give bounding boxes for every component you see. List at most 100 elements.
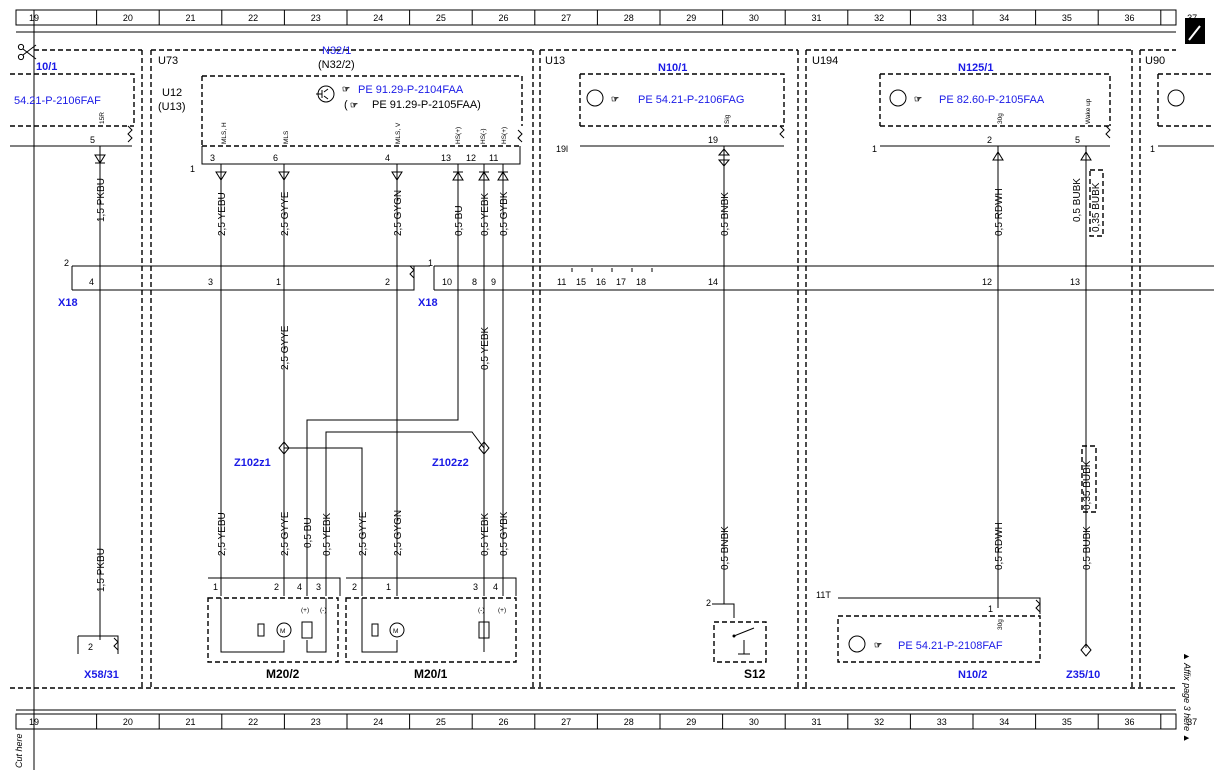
grid-number: 28 xyxy=(624,717,634,727)
n10-1-unit-box: ☞ PE 54.21-P-2106FAG xyxy=(579,73,785,139)
svg-text:0,5 GYBK: 0,5 GYBK xyxy=(499,511,510,556)
svg-text:1: 1 xyxy=(428,258,433,268)
svg-text:HS(-): HS(-) xyxy=(480,128,487,144)
n32-unit-box: ☞ PE 91.29-P-2104FAA ( ☞ PE 91.29-P-2105… xyxy=(201,75,523,147)
svg-text:30g: 30g xyxy=(997,619,1004,630)
grid-number: 25 xyxy=(436,717,446,727)
grid-number: 31 xyxy=(812,717,822,727)
section-u73-label: U73 xyxy=(158,55,178,67)
svg-text:1: 1 xyxy=(276,277,281,287)
ref-n32-a: PE 91.29-P-2104FAA xyxy=(358,84,464,96)
grid-number: 36 xyxy=(1125,717,1135,727)
grid-number: 28 xyxy=(624,13,634,23)
svg-text:2,5 YEBU: 2,5 YEBU xyxy=(217,512,228,556)
svg-text:14: 14 xyxy=(708,277,718,287)
grid-number: 22 xyxy=(248,13,258,23)
grid-number: 33 xyxy=(937,13,947,23)
svg-text:0,5 GYBK: 0,5 GYBK xyxy=(499,191,510,236)
svg-text:4: 4 xyxy=(89,277,94,287)
grid-number: 23 xyxy=(311,13,321,23)
grid-number: 31 xyxy=(812,13,822,23)
svg-text:11: 11 xyxy=(489,153,498,163)
m20-1-label: M20/1 xyxy=(414,667,448,681)
svg-text:15: 15 xyxy=(576,277,586,287)
grid-number: 29 xyxy=(686,717,696,727)
svg-text:2,5 GYYE: 2,5 GYYE xyxy=(358,511,369,556)
control-unit-icon xyxy=(586,89,604,107)
svg-text:13: 13 xyxy=(1070,277,1080,287)
svg-text:13: 13 xyxy=(441,153,451,163)
svg-text:2,5 GYYE: 2,5 GYYE xyxy=(280,325,291,370)
ref-n10-2: PE 54.21-P-2108FAF xyxy=(898,640,1003,652)
affix-page-label: ▲ Affix page 3 here ▲ xyxy=(1182,652,1192,743)
wires xyxy=(94,146,1092,648)
section-n125-1-label: N125/1 xyxy=(958,62,993,74)
svg-text:0,35 BUBK: 0,35 BUBK xyxy=(1082,460,1093,510)
control-unit-icon xyxy=(316,85,335,103)
grid-number: 35 xyxy=(1062,13,1072,23)
connector-x18-left: X18 xyxy=(58,297,78,309)
wire-labels: 1,5 PKBU 2,5 YEBU 2,5 GYYE 2,5 GYGN 0,5 … xyxy=(96,178,1102,592)
svg-text:(-): (-) xyxy=(320,607,327,614)
svg-text:(+): (+) xyxy=(301,607,309,614)
grid-number: 27 xyxy=(561,13,571,23)
grid-number: 21 xyxy=(186,717,196,727)
reference-hand-icon: ☞ xyxy=(914,94,922,104)
control-unit-icon xyxy=(848,635,866,653)
svg-text:0,5 YEBK: 0,5 YEBK xyxy=(480,512,491,556)
section-n10-1-label: N10/1 xyxy=(658,62,687,74)
splice-z102z2 xyxy=(478,441,490,455)
svg-text:0,35 BUBK: 0,35 BUBK xyxy=(1091,182,1102,232)
grid-number: 32 xyxy=(874,13,884,23)
z35-10-label: Z35/10 xyxy=(1066,669,1100,681)
connector-x18-right: X18 xyxy=(418,297,438,309)
svg-text:1: 1 xyxy=(872,144,877,154)
svg-text:3: 3 xyxy=(208,277,213,287)
svg-text:19l: 19l xyxy=(556,144,568,154)
reference-hand-icon: ☞ xyxy=(611,94,619,104)
svg-text:3: 3 xyxy=(316,582,321,592)
svg-text:30g: 30g xyxy=(997,113,1004,124)
svg-text:12: 12 xyxy=(982,277,992,287)
svg-text:(: ( xyxy=(344,99,348,111)
grid-number: 36 xyxy=(1125,13,1135,23)
svg-text:Sig: Sig xyxy=(724,114,731,124)
svg-text:11: 11 xyxy=(557,277,566,287)
svg-text:2: 2 xyxy=(385,277,390,287)
unused-pin-ticks xyxy=(571,268,653,272)
svg-text:1: 1 xyxy=(1150,144,1155,154)
grid-number: 34 xyxy=(999,13,1009,23)
svg-text:1: 1 xyxy=(213,582,218,592)
svg-text:MLS: MLS xyxy=(283,130,290,144)
svg-text:4: 4 xyxy=(297,582,302,592)
svg-text:4: 4 xyxy=(385,153,390,163)
section-u13p-label: (U13) xyxy=(158,101,186,113)
svg-text:MLS, V: MLS, V xyxy=(395,122,402,144)
cut-here-label: Cut here xyxy=(14,733,24,768)
svg-text:2,5 GYGN: 2,5 GYGN xyxy=(393,190,404,236)
grid-number: 20 xyxy=(123,717,133,727)
svg-text:HS(+): HS(+) xyxy=(501,127,508,144)
svg-text:0,5 BUBK: 0,5 BUBK xyxy=(1072,178,1083,222)
svg-text:2: 2 xyxy=(64,258,69,268)
reference-hand-icon: ☞ xyxy=(350,100,358,110)
reference-hand-icon: ☞ xyxy=(874,640,882,650)
svg-text:17: 17 xyxy=(616,277,626,287)
grid-number: 30 xyxy=(749,717,759,727)
svg-text:HS(+): HS(+) xyxy=(455,127,462,144)
z102z2-label: Z102z2 xyxy=(432,457,469,469)
grid-number: 33 xyxy=(937,717,947,727)
svg-text:4: 4 xyxy=(493,582,498,592)
grid-number: 29 xyxy=(686,13,696,23)
svg-text:(+): (+) xyxy=(498,607,506,614)
section-u194-label: U194 xyxy=(812,55,838,67)
m20-2-label: M20/2 xyxy=(266,667,300,681)
ref-left: 54.21-P-2106FAF xyxy=(14,95,101,107)
svg-text:2: 2 xyxy=(352,582,357,592)
svg-text:1: 1 xyxy=(988,604,993,614)
svg-text:0,5 YEBK: 0,5 YEBK xyxy=(480,326,491,370)
control-unit-icon xyxy=(889,89,907,107)
grid-number: 23 xyxy=(311,717,321,727)
page-corner-icon xyxy=(1185,18,1205,44)
reference-hand-icon: ☞ xyxy=(342,84,350,94)
